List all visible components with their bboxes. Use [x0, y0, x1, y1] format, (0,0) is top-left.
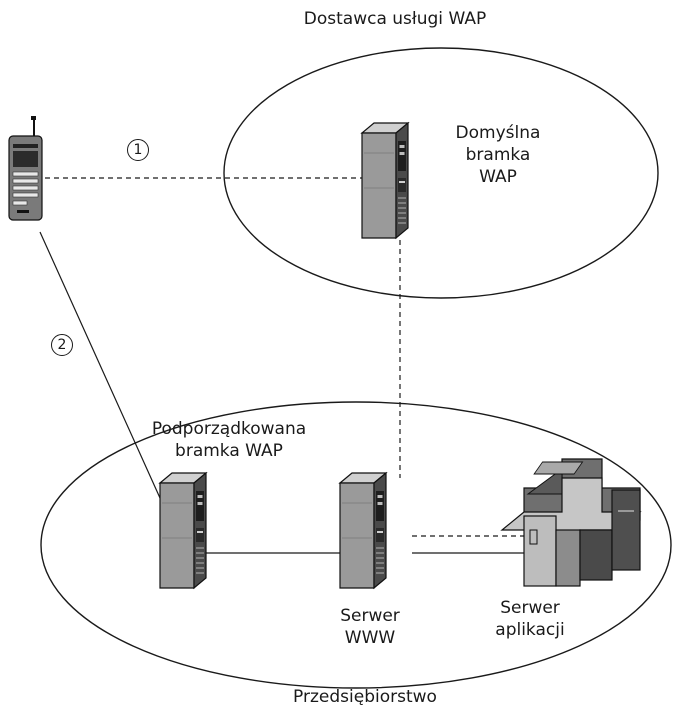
default-gateway-server-icon	[361, 122, 409, 239]
web-server-label-line2: WWW	[344, 628, 396, 648]
application-server-icon	[500, 458, 642, 587]
sub-gateway-server-icon	[159, 472, 207, 589]
default-gateway-label-line3: WAP	[479, 167, 517, 187]
web-server-label: Serwer WWW	[330, 605, 410, 649]
enterprise-zone-label: Przedsiębiorstwo	[293, 687, 437, 707]
default-gateway-label: Domyślna bramka WAP	[438, 122, 558, 188]
app-server-label-line2: aplikacji	[495, 620, 565, 640]
default-gateway-label-line1: Domyślna	[455, 123, 541, 143]
sub-gateway-label: Podporządkowana bramka WAP	[134, 418, 324, 462]
sub-gateway-label-line1: Podporządkowana	[151, 419, 307, 439]
mobile-phone-icon	[8, 116, 43, 221]
web-server-icon	[339, 472, 387, 589]
path2-marker: 2	[51, 334, 73, 356]
path2-link	[39, 231, 161, 499]
path1-marker: 1	[127, 139, 149, 161]
sub-gateway-label-line2: bramka WAP	[175, 441, 283, 461]
provider-zone	[223, 47, 659, 299]
web-server-label-line1: Serwer	[340, 606, 400, 626]
enterprise-zone	[40, 401, 672, 689]
provider-zone-label: Dostawca usługi WAP	[303, 9, 487, 29]
default-gateway-label-line2: bramka	[465, 145, 531, 165]
app-server-label: Serwer aplikacji	[480, 597, 580, 641]
app-server-label-line1: Serwer	[500, 598, 560, 618]
